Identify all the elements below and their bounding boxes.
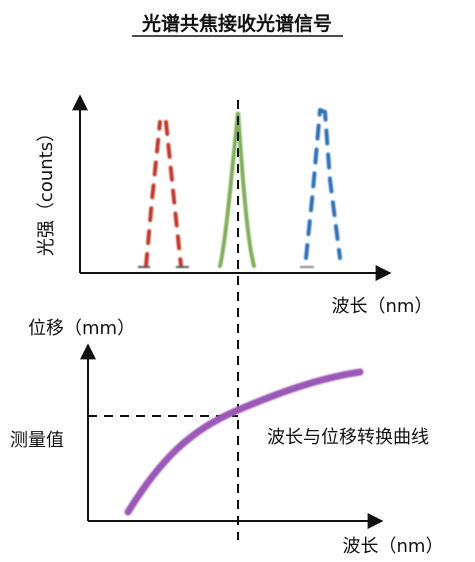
- blue-spectral-peak: [300, 108, 342, 268]
- wavelength-displacement-curve: [124, 368, 364, 516]
- red-spectral-peak: [138, 120, 189, 268]
- diagram-title: 光谱共焦接收光谱信号: [141, 12, 332, 35]
- measured-value-label: 测量值: [10, 430, 64, 451]
- curve-label: 波长与位移转换曲线: [267, 427, 429, 448]
- green-spectral-peak: [218, 111, 256, 268]
- top-y-axis-label: 光强（counts）: [36, 124, 57, 256]
- bottom-x-axis-label: 波长（nm）: [343, 536, 444, 557]
- top-x-axis-label: 波长（nm）: [332, 296, 433, 317]
- bottom-y-axis-label: 位移（mm）: [28, 318, 135, 339]
